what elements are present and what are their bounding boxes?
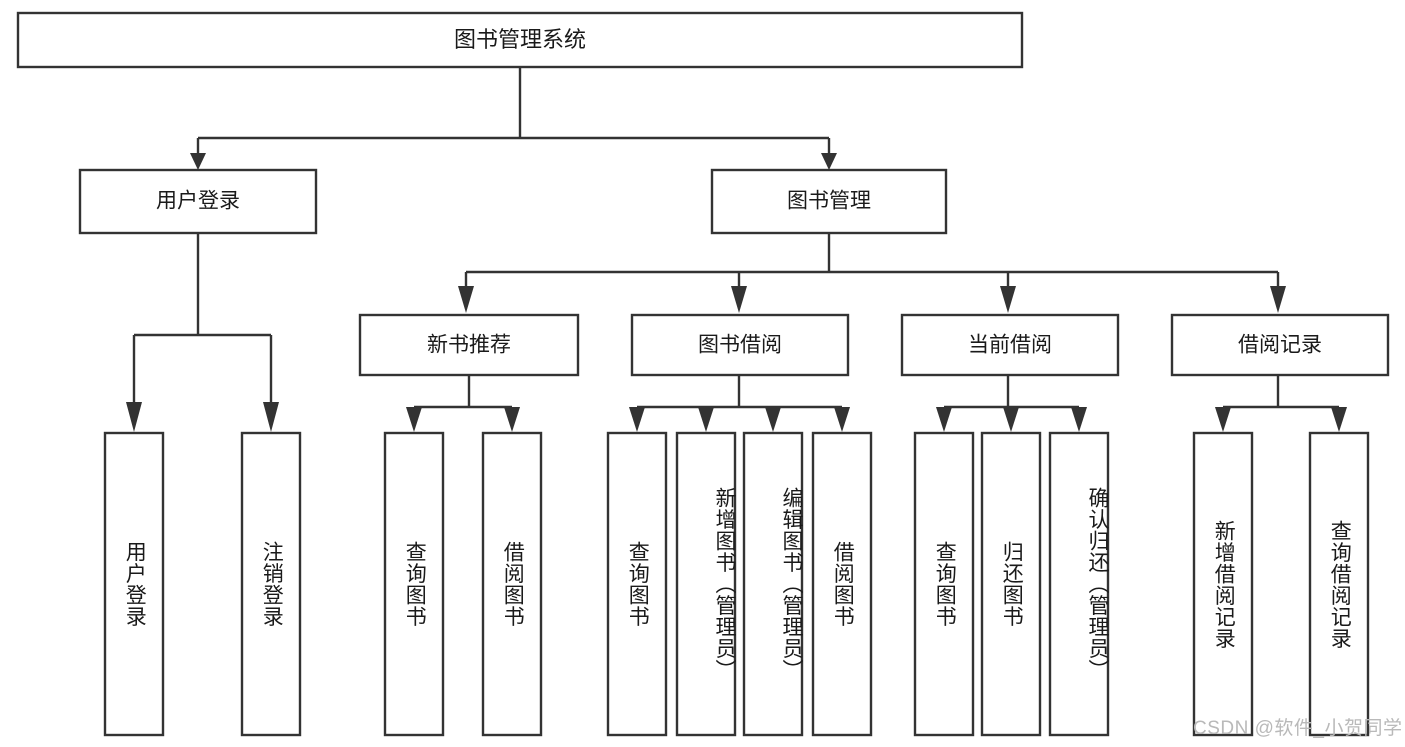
leaf-box-bb-borrow-book[interactable] [811,431,873,737]
node-book-management[interactable]: 图书管理 [710,168,948,235]
arrow-borrow-leaf-2 [698,407,714,432]
node-borrow-records-label: 借阅记录 [1238,334,1322,357]
leaf-box-nb-query-book[interactable] [383,431,445,737]
node-book-management-box[interactable] [710,168,948,235]
arrow-bm-to-new-book [458,286,474,313]
arrow-root-to-book-mgmt [821,153,837,170]
node-root-label: 图书管理系统 [454,27,586,52]
node-user-login-box[interactable] [78,168,318,235]
arrow-root-to-user-login [190,153,206,170]
arrow-user-login-leaf-2 [263,402,279,432]
node-borrow-records[interactable]: 借阅记录 [1170,313,1390,377]
arrow-bm-to-records [1270,286,1286,313]
leaf-box-cb-query-book[interactable] [913,431,975,737]
leaf-box-cb-return-book[interactable] [980,431,1042,737]
arrow-bm-to-current [1000,286,1016,313]
arrow-borrow-leaf-1 [629,407,645,432]
node-book-management-label: 图书管理 [787,190,871,213]
node-new-book-recommend[interactable]: 新书推荐 [358,313,580,377]
arrow-records-leaf-2 [1331,407,1347,432]
leaf-box-cb-confirm-return[interactable] [1048,431,1110,737]
arrow-user-login-leaf-1 [126,402,142,432]
node-book-borrow[interactable]: 图书借阅 [630,313,850,377]
arrow-bm-to-borrow [731,286,747,313]
arrow-borrow-leaf-4 [834,407,850,432]
node-new-book-recommend-label: 新书推荐 [427,334,511,357]
node-new-book-recommend-box[interactable] [358,313,580,377]
connectors [126,67,1347,432]
leaf-box-bb-add-book[interactable] [675,431,737,737]
arrow-current-leaf-3 [1071,407,1087,432]
leaf-box-br-query-record[interactable] [1308,431,1370,737]
node-borrow-records-box[interactable] [1170,313,1390,377]
leaf-box-bb-query-book[interactable] [606,431,668,737]
node-book-borrow-label: 图书借阅 [698,334,782,357]
arrow-newbook-leaf-2 [504,407,520,432]
leaf-box-logout[interactable] [240,431,302,737]
leaf-box-br-add-record[interactable] [1192,431,1254,737]
arrow-borrow-leaf-3 [765,407,781,432]
leaf-box-user-login[interactable] [103,431,165,737]
watermark-text: CSDN @软件_小贺同学 [1193,718,1403,739]
arrow-current-leaf-1 [936,407,952,432]
node-current-borrow-label: 当前借阅 [968,334,1052,357]
arrow-records-leaf-1 [1215,407,1231,432]
node-current-borrow-box[interactable] [900,313,1120,377]
node-book-borrow-box[interactable] [630,313,850,377]
arrow-current-leaf-2 [1003,407,1019,432]
node-root-box[interactable] [16,11,1024,69]
node-user-login[interactable]: 用户登录 [78,168,318,235]
node-current-borrow[interactable]: 当前借阅 [900,313,1120,377]
leaf-box-nb-borrow-book[interactable] [481,431,543,737]
node-root[interactable]: 图书管理系统 [16,11,1024,69]
leaf-box-bb-edit-book[interactable] [742,431,804,737]
node-user-login-label: 用户登录 [156,190,240,213]
arrow-newbook-leaf-1 [406,407,422,432]
